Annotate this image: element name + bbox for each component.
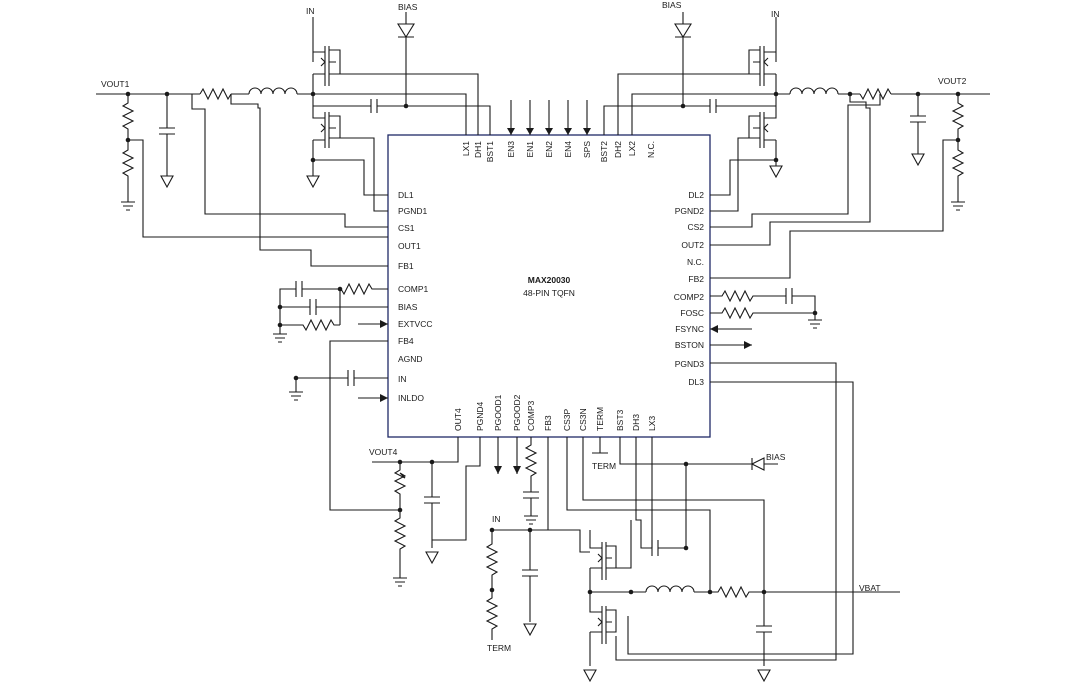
pin-label-right-fb2: FB2 [688,274,704,284]
vbat-label: VBAT [859,583,881,593]
bias-label-1: BIAS [398,2,418,12]
term-label-2: TERM [592,461,616,471]
pin-label-top-lx2: LX2 [627,141,637,156]
pin-label-top-dh1: DH1 [473,141,483,158]
pin-label-top-bst1: BST1 [485,141,495,163]
bottom-in-term-section: IN TERM [485,514,590,653]
ic-body [387,134,711,438]
pin-label-bottom-term: TERM [595,407,605,431]
pin-label-right-pgnd2: PGND2 [675,206,705,216]
pin-label-bottom-lx3: LX3 [647,416,657,431]
pin-label-right-comp2: COMP2 [674,292,705,302]
pin-label-bottom-pgnd4: PGND4 [475,401,485,431]
pin-label-bottom-out4: OUT4 [453,408,463,431]
pin-label-left-cs1: CS1 [398,223,415,233]
pin-label-right-out2: OUT2 [681,240,704,250]
pin-label-top-en4: EN4 [563,141,573,158]
in-label-1: IN [306,6,315,16]
vout2-section: VOUT2 IN [603,0,990,279]
pin-label-right-fsync: FSYNC [675,324,704,334]
pin-label-top-lx1: LX1 [461,141,471,156]
pin-label-top-dh2: DH2 [613,141,623,158]
in-label-3: IN [492,514,501,524]
pin-label-bottom-fb3: FB3 [543,415,553,431]
vout2-label: VOUT2 [938,76,967,86]
pin-label-top-bst2: BST2 [599,141,609,163]
vout4-label: VOUT4 [369,447,398,457]
pin-label-left-pgnd1: PGND1 [398,206,428,216]
pin-label-right-bston: BSTON [675,340,704,350]
right-aux-section [615,288,854,661]
pin-label-top-en2: EN2 [544,141,554,158]
pin-label-left-fb1: FB1 [398,261,414,271]
vout1-label: VOUT1 [101,79,130,89]
pin-label-bottom-pgood1: PGOOD1 [493,394,503,431]
pin-label-top-n-c: N.C. [646,141,656,158]
vout1-section: VOUT1 IN [96,2,491,267]
pin-label-top-en1: EN1 [525,141,535,158]
pin-label-bottom-pgood2: PGOOD2 [512,394,522,431]
pin-label-left-extvcc: EXTVCC [398,319,432,329]
bias-label-2: BIAS [662,0,682,10]
pin-label-right-fosc: FOSC [680,308,704,318]
pin-label-bottom-dh3: DH3 [631,414,641,431]
pin-label-right-dl2: DL2 [688,190,704,200]
pin-label-bottom-bst3: BST3 [615,409,625,431]
pin-label-bottom-cs3n: CS3N [578,408,588,431]
pin-label-left-comp1: COMP1 [398,284,429,294]
left-aux-section [273,281,400,511]
pin-label-left-out1: OUT1 [398,241,421,251]
enable-inputs [507,100,591,135]
pin-label-right-cs2: CS2 [687,222,704,232]
term-label-1: TERM [487,643,511,653]
pin-label-right-n-c: N.C. [687,257,704,267]
pin-label-left-dl1: DL1 [398,190,414,200]
pin-label-left-inldo: INLDO [398,393,424,403]
pin-label-bottom-comp3: COMP3 [526,401,536,432]
pin-label-top-en3: EN3 [506,141,516,158]
bias-label-3: BIAS [766,452,786,462]
bottom-left-section: VOUT4 [369,437,549,587]
pin-label-left-in: IN [398,374,407,384]
pin-label-left-fb4: FB4 [398,336,414,346]
pin-label-left-bias: BIAS [398,302,418,312]
chip-name: MAX20030 [528,275,571,285]
pin-label-right-dl3: DL3 [688,377,704,387]
pin-label-left-agnd: AGND [398,354,423,364]
pin-label-bottom-cs3p: CS3P [562,408,572,431]
bottom-right-section: TERM BIAS VBAT [566,437,900,683]
pin-label-top-sps: SPS [582,141,592,158]
in-label-2: IN [771,9,780,19]
chip-package: 48-PIN TQFN [523,288,575,298]
pin-label-right-pgnd3: PGND3 [675,359,705,369]
